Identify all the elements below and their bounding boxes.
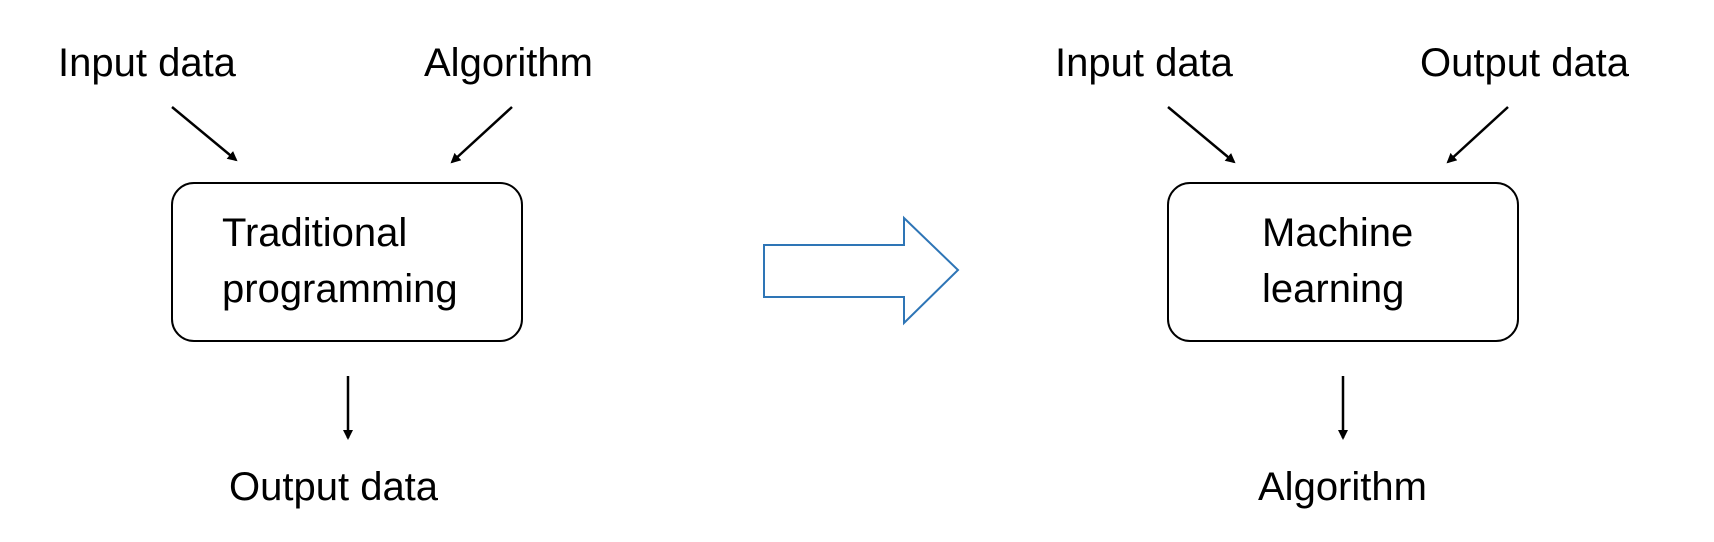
traditional-programming-box <box>171 182 523 342</box>
machine-learning-box-line-1: Machine <box>1262 211 1413 255</box>
transition-arrow-icon <box>763 215 960 326</box>
right-output-data-label: Output data <box>1420 41 1630 85</box>
left-input-data-label: Input data <box>58 41 237 85</box>
left-algorithm-label: Algorithm <box>424 41 593 85</box>
traditional-programming-panel: Input data Algorithm Traditional program… <box>58 41 593 509</box>
machine-learning-box <box>1167 182 1519 342</box>
machine-learning-box-line-2: learning <box>1262 267 1404 311</box>
right-output-data-arrow <box>1446 106 1509 164</box>
right-algorithm-label: Algorithm <box>1258 465 1427 509</box>
left-algorithm-arrow <box>450 106 513 164</box>
left-input-data-arrow <box>171 106 238 162</box>
right-input-data-label: Input data <box>1055 41 1234 85</box>
right-input-data-arrow <box>1167 106 1236 164</box>
left-output-data-label: Output data <box>229 465 439 509</box>
traditional-programming-box-line-2: programming <box>222 267 458 311</box>
traditional-programming-box-line-1: Traditional <box>222 211 407 255</box>
machine-learning-panel: Input data Output data Machine learning … <box>1055 41 1630 509</box>
